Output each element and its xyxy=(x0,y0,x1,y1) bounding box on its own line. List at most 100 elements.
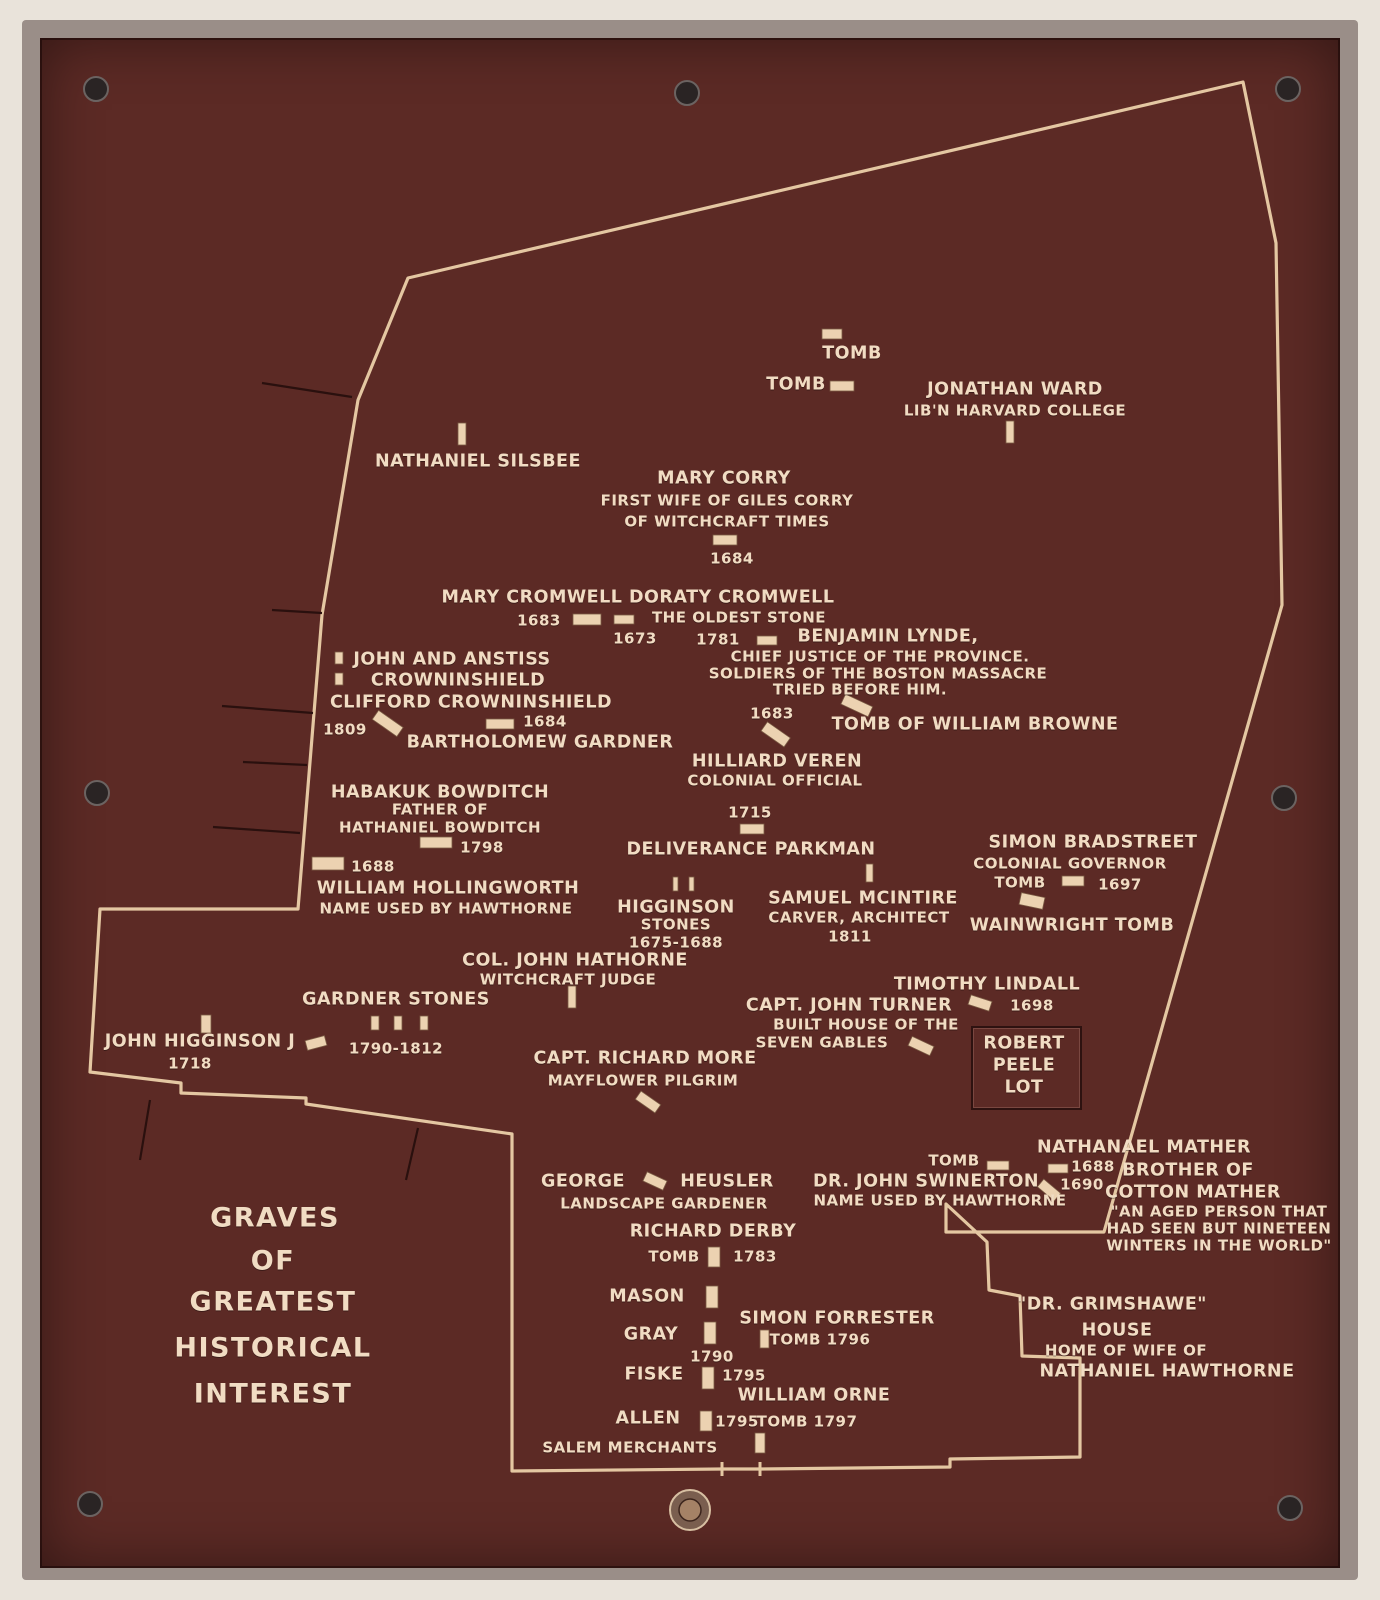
grave-label: NATHANIEL SILSBEE xyxy=(375,451,581,472)
engraved-ticks xyxy=(138,381,420,1181)
grave-label: 1688 xyxy=(351,857,395,876)
grave-label: 1683 xyxy=(750,704,794,723)
grave-label: HOME OF WIFE OF xyxy=(1044,1341,1208,1360)
grave-markers xyxy=(200,328,1085,1454)
grave-label: STONES xyxy=(640,915,712,934)
grave-label: COL. JOHN HATHORNE xyxy=(462,950,688,971)
grave-label: SIMON BRADSTREET xyxy=(988,832,1198,853)
grave-label: TOMB 1797 xyxy=(756,1412,858,1431)
grave-label: TOMB xyxy=(822,343,882,364)
grave-marker xyxy=(907,1035,935,1057)
grave-label: JONATHAN WARD xyxy=(927,379,1103,400)
grave-label: MARY CROMWELL DORATY CROMWELL xyxy=(441,587,835,608)
grave-label: SOLDIERS OF THE BOSTON MASSACRE xyxy=(708,664,1048,683)
grave-marker xyxy=(1005,420,1015,444)
grave-label: CAPT. RICHARD MORE xyxy=(533,1048,757,1069)
grave-marker xyxy=(986,1160,1010,1171)
grave-marker xyxy=(865,863,874,883)
grave-marker xyxy=(1036,1178,1062,1202)
grave-label: GARDNER STONES xyxy=(302,989,490,1010)
grave-label: GRAY xyxy=(623,1324,679,1345)
grave-marker xyxy=(572,613,602,626)
grave-label: 1809 xyxy=(323,720,367,739)
grave-label: TIMOTHY LINDALL xyxy=(893,974,1081,995)
grave-marker xyxy=(703,1321,717,1345)
grave-label: 1675-1688 xyxy=(628,933,724,952)
grave-label: GEORGE xyxy=(541,1171,625,1192)
grave-marker xyxy=(200,1014,212,1034)
grave-label: SIMON FORRESTER xyxy=(739,1308,935,1329)
grave-marker xyxy=(967,994,993,1012)
grave-label: "DR. GRIMSHAWE" xyxy=(1017,1294,1207,1315)
grave-label: 1683 xyxy=(517,611,561,630)
title-line: GRAVES xyxy=(210,1202,340,1234)
grave-label: 1790 xyxy=(690,1347,734,1366)
grave-label: "AN AGED PERSON THAT xyxy=(1110,1202,1328,1221)
grave-marker xyxy=(699,1410,713,1432)
grave-marker xyxy=(705,1285,719,1309)
grave-label: LANDSCAPE GARDENER xyxy=(560,1194,768,1213)
title-line: HISTORICAL xyxy=(174,1332,372,1364)
title-line: INTEREST xyxy=(193,1378,353,1410)
grave-marker xyxy=(829,380,855,392)
grave-label: FIRST WIFE OF GILES CORRY xyxy=(600,491,854,510)
grave-marker xyxy=(642,1171,668,1191)
grave-marker xyxy=(821,328,843,340)
grave-marker xyxy=(334,672,344,686)
grave-marker xyxy=(371,709,404,738)
grave-label: OF WITCHCRAFT TIMES xyxy=(624,512,830,531)
southern-gate-mark xyxy=(720,1462,762,1476)
grave-label: 1783 xyxy=(733,1247,777,1266)
grave-label: NATHANIEL HAWTHORNE xyxy=(1039,1361,1295,1382)
screw-icon xyxy=(83,76,109,102)
grave-marker xyxy=(739,823,765,835)
grave-marker xyxy=(419,836,453,849)
grave-label: COLONIAL OFFICIAL xyxy=(687,771,863,790)
screw-icon xyxy=(674,80,700,106)
grave-label: HEUSLER xyxy=(680,1171,774,1192)
grave-marker xyxy=(304,1035,328,1051)
cemetery-boundary xyxy=(88,80,1284,1473)
grave-marker xyxy=(754,1432,766,1454)
grave-marker xyxy=(613,614,635,625)
grave-marker xyxy=(701,1366,715,1390)
grave-label: TOMB xyxy=(994,873,1046,892)
grave-label: 1688 xyxy=(1071,1157,1115,1176)
grave-label: NAME USED BY HAWTHORNE xyxy=(319,899,573,918)
grave-marker xyxy=(485,718,515,730)
grave-label: NATHANAEL MATHER xyxy=(1037,1137,1251,1158)
screw-icon xyxy=(1277,1495,1303,1521)
grave-label: THE OLDEST STONE xyxy=(651,608,827,627)
grave-label: BENJAMIN LYNDE, xyxy=(797,626,979,647)
grave-marker xyxy=(707,1246,721,1268)
grave-label: WILLIAM HOLLINGWORTH xyxy=(316,878,580,899)
grave-label: HIGGINSON xyxy=(617,897,735,918)
grave-marker xyxy=(840,693,874,718)
grave-label: 1697 xyxy=(1098,875,1142,894)
medallion-icon xyxy=(669,1489,711,1531)
robert-peele-lot-box xyxy=(971,1026,1082,1110)
grave-label: 1795 xyxy=(722,1366,766,1385)
screw-icons xyxy=(77,76,1303,1521)
grave-marker xyxy=(756,635,778,646)
grave-label: CLIFFORD CROWNINSHIELD xyxy=(329,692,613,713)
grave-label: CHIEF JUSTICE OF THE PROVINCE. xyxy=(730,647,1030,666)
grave-label: CARVER, ARCHITECT xyxy=(768,908,950,927)
grave-label: 1718 xyxy=(168,1054,212,1073)
grave-label: CAPT. JOHN TURNER xyxy=(745,995,953,1016)
grave-label: SAMUEL MCINTIRE xyxy=(768,888,958,909)
grave-label: BARTHOLOMEW GARDNER xyxy=(406,732,674,753)
grave-label: 1684 xyxy=(710,549,754,568)
screw-icon xyxy=(1271,785,1297,811)
grave-marker xyxy=(1018,892,1046,910)
grave-label: MASON xyxy=(609,1286,685,1307)
grave-label: 1673 xyxy=(613,629,657,648)
grave-label: DR. JOHN SWINERTON xyxy=(812,1171,1040,1192)
grave-marker xyxy=(457,422,467,446)
grave-marker xyxy=(370,1015,380,1031)
grave-label: CROWNINSHIELD xyxy=(370,670,546,691)
grave-marker xyxy=(688,876,695,892)
grave-label: 1790-1812 xyxy=(348,1039,444,1058)
grave-label: HATHANIEL BOWDITCH xyxy=(338,818,542,837)
